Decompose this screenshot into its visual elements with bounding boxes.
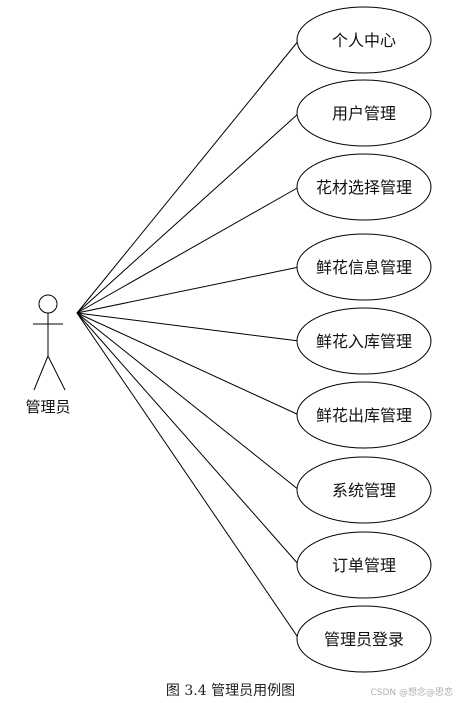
use-case-ellipse (296, 605, 432, 673)
use-case-label: 鲜花出库管理 (316, 406, 412, 425)
association-line (76, 312, 300, 640)
use-case-label: 鲜花信息管理 (316, 258, 412, 277)
use-case-ellipse (296, 456, 432, 524)
use-case-label: 鲜花入库管理 (316, 332, 412, 351)
use-case-ellipse (296, 79, 432, 147)
figure-caption: 图 3.4 管理员用例图 (165, 683, 296, 699)
use-case-ellipse (296, 6, 432, 74)
use-cases: 个人中心用户管理花材选择管理鲜花信息管理鲜花入库管理鲜花出库管理系统管理订单管理… (296, 6, 432, 673)
use-case-label: 个人中心 (332, 31, 396, 50)
association-line (76, 312, 300, 342)
use-case: 系统管理 (296, 456, 432, 524)
use-case-label: 花材选择管理 (316, 178, 412, 197)
use-case-ellipse (296, 153, 432, 221)
use-case-ellipse (296, 233, 432, 301)
use-case-label: 管理员登录 (324, 630, 404, 649)
use-case: 管理员登录 (296, 605, 432, 673)
use-case-ellipse (296, 531, 432, 599)
actor-figure: 管理员 (25, 294, 71, 416)
use-case-ellipse (296, 307, 432, 375)
use-case: 鲜花信息管理 (296, 233, 432, 301)
watermark: CSDN @想念@思恋 (370, 688, 453, 698)
use-case: 个人中心 (296, 6, 432, 74)
association-line (76, 186, 300, 314)
actor-label: 管理员 (25, 398, 70, 416)
use-case-label: 系统管理 (332, 481, 396, 500)
use-case-ellipse (296, 381, 432, 449)
actor-head (38, 294, 58, 314)
association-line (76, 266, 300, 314)
association-line (76, 39, 300, 314)
actor-right-leg (47, 355, 66, 391)
use-case: 订单管理 (296, 531, 432, 599)
use-case-label: 用户管理 (332, 104, 396, 123)
association-line (76, 312, 300, 491)
use-case: 鲜花入库管理 (296, 307, 432, 375)
association-lines (76, 39, 300, 640)
use-case-label: 订单管理 (332, 556, 396, 575)
association-line (76, 312, 300, 416)
association-line (76, 312, 300, 566)
use-case: 鲜花出库管理 (296, 381, 432, 449)
use-case: 用户管理 (296, 79, 432, 147)
association-line (76, 112, 300, 314)
use-case: 花材选择管理 (296, 153, 432, 221)
actor-left-leg (33, 355, 49, 391)
